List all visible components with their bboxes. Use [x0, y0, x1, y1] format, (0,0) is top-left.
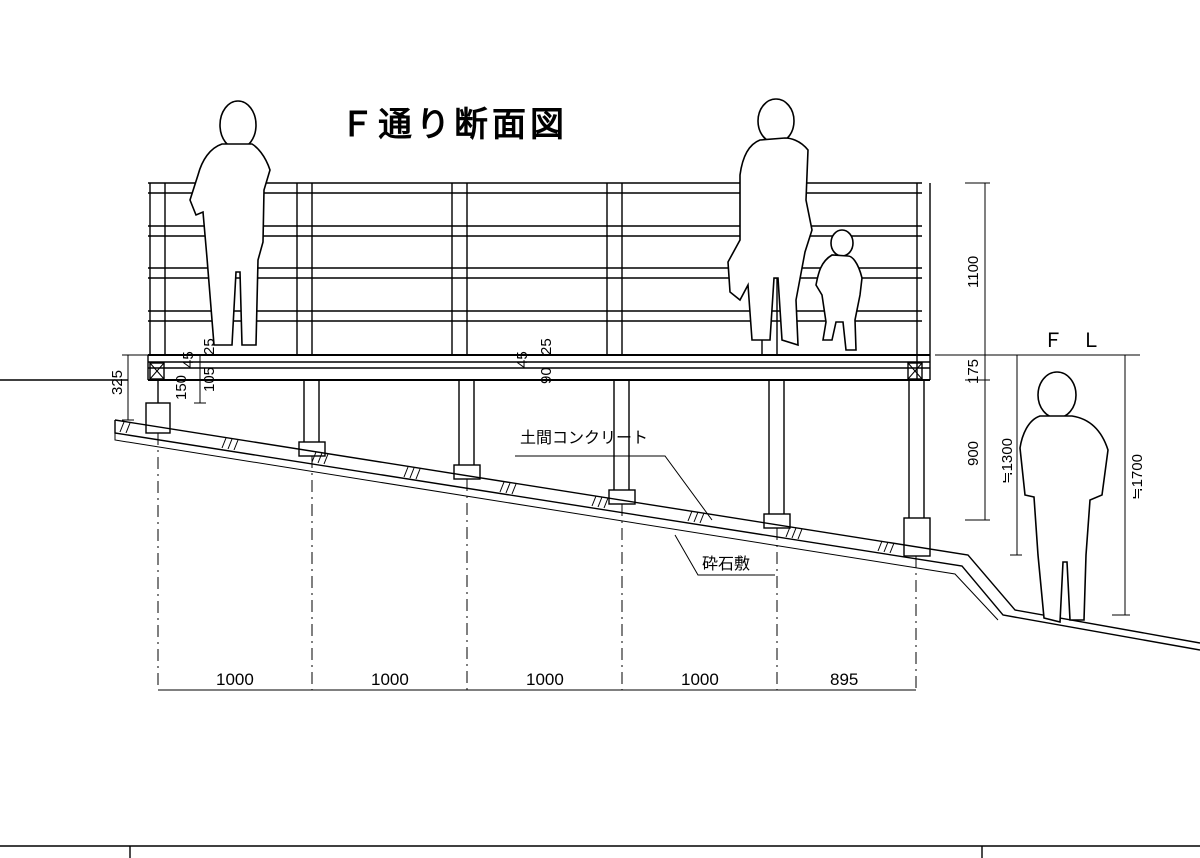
railing-post-3 — [451, 183, 468, 355]
center-dim-90: 90 — [538, 367, 555, 384]
floor-level-label: ＦＬ — [1043, 330, 1119, 352]
bottom-dimensions: 1000 1000 1000 1000 895 — [158, 670, 916, 691]
deck-floor — [147, 354, 930, 381]
center-dim-45: 45 — [514, 351, 531, 368]
span-dim-1: 1000 — [216, 670, 254, 689]
support-post-6 — [903, 380, 931, 557]
dim-post-height: 900 — [965, 441, 982, 466]
left-dimensions: 325 150 105 45 25 — [109, 338, 218, 421]
grid-lines — [157, 433, 917, 690]
left-dim-325: 325 — [109, 370, 126, 395]
support-post-3 — [453, 380, 481, 480]
title-block-frame — [0, 845, 1200, 858]
concrete-annotation: 土間コンクリート — [515, 428, 713, 521]
railing-post-2 — [296, 183, 313, 355]
span-dim-2: 1000 — [371, 670, 409, 689]
railing-post-4 — [606, 183, 623, 355]
ground-slab — [114, 419, 1200, 651]
adult-figure-right — [727, 98, 813, 347]
span-dim-5: 895 — [830, 670, 858, 689]
adult-figure-left — [189, 100, 271, 346]
support-post-2 — [298, 380, 326, 457]
dim-person-height: ≒1700 — [1129, 454, 1146, 500]
dim-deck-thickness: 175 — [965, 359, 982, 384]
left-dim-105: 105 — [201, 367, 218, 392]
slab-hatching — [119, 421, 895, 554]
center-dimensions: 45 25 90 — [514, 338, 555, 384]
rail-3 — [148, 267, 922, 279]
right-dimensions: 1100 175 900 ≒1300 ≒1700 — [965, 182, 1146, 616]
child-figure — [815, 229, 863, 351]
railing-post-1 — [149, 183, 166, 355]
gravel-label: 砕石敷 — [702, 554, 750, 573]
railing-post-6 — [916, 183, 931, 380]
support-posts — [145, 380, 931, 557]
concrete-label: 土間コンクリート — [520, 428, 648, 447]
span-dim-4: 1000 — [681, 670, 719, 689]
support-post-5 — [763, 380, 791, 529]
dim-railing-height: 1100 — [965, 256, 982, 288]
span-dim-3: 1000 — [526, 670, 564, 689]
drawing-title: Ｆ通り断面図 — [340, 105, 568, 145]
gravel-annotation: 砕石敷 — [674, 534, 775, 576]
left-dim-45: 45 — [180, 351, 197, 368]
adult-figure-ground — [1019, 371, 1109, 624]
rail-4 — [148, 310, 922, 322]
left-dim-150: 150 — [173, 375, 190, 400]
dim-ground-to-fl: ≒1300 — [999, 438, 1016, 484]
center-dim-25: 25 — [538, 338, 555, 355]
